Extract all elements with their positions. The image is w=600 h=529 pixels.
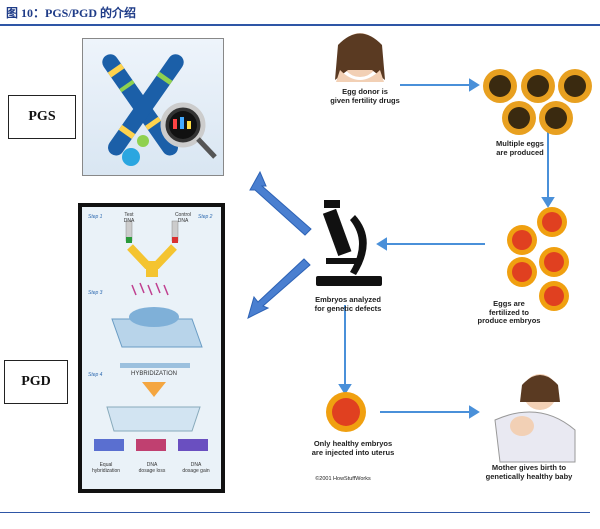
- top-rule: [0, 24, 600, 26]
- test-dna-label: Test DNA: [123, 212, 135, 224]
- control-dna-label: Control DNA: [174, 212, 192, 224]
- pgd-microarray-panel: Step 1 Step 2 Step 3 Step 4 Test DNA Con…: [78, 203, 225, 493]
- chromosome-illustration: [102, 54, 217, 166]
- fertilized-embryos: [507, 207, 569, 311]
- bottom-rule: [0, 512, 590, 513]
- hybridization-label: HYBRIDIZATION: [131, 371, 177, 377]
- outcome-equal: Equal hybridization: [91, 462, 121, 474]
- microscope-icon: [316, 200, 382, 286]
- mother-baby-figure: [494, 374, 576, 463]
- healthy-embryo: [326, 392, 366, 432]
- outcome-gain: DNA dosage gain: [182, 462, 210, 474]
- caption-healthy-embryos: Only healthy embryos are injected into u…: [311, 439, 395, 457]
- caption-embryos-analyzed: Embryos analyzed for genetic defects: [314, 295, 382, 313]
- egg-donor-figure: [335, 33, 385, 82]
- multiple-eggs: [483, 69, 592, 135]
- pgs-label: PGS: [8, 95, 76, 139]
- caption-multiple-eggs: Multiple eggs are produced: [496, 139, 544, 157]
- copyright-notice: ©2001 HowStuffWorks: [315, 476, 371, 482]
- pgs-chromosome-image: [82, 38, 224, 176]
- caption-egg-donor: Egg donor is given fertility drugs: [330, 87, 400, 105]
- step-2-label: Step 2: [198, 214, 213, 220]
- caption-eggs-fertilized: Eggs are fertilized to produce embryos: [477, 299, 541, 326]
- outcome-loss: DNA dosage loss: [138, 462, 166, 474]
- figure-title: 图 10：PGS/PGD 的介绍: [6, 6, 137, 20]
- step-3-label: Step 3: [88, 290, 103, 296]
- caption-mother-birth: Mother gives birth to genetically health…: [485, 463, 573, 481]
- step-4-label: Step 4: [88, 372, 103, 378]
- pgd-label: PGD: [4, 360, 68, 404]
- arrows-to-pgs-pgd: [247, 170, 312, 319]
- microarray-illustration: [94, 220, 208, 451]
- step-1-label: Step 1: [88, 214, 103, 220]
